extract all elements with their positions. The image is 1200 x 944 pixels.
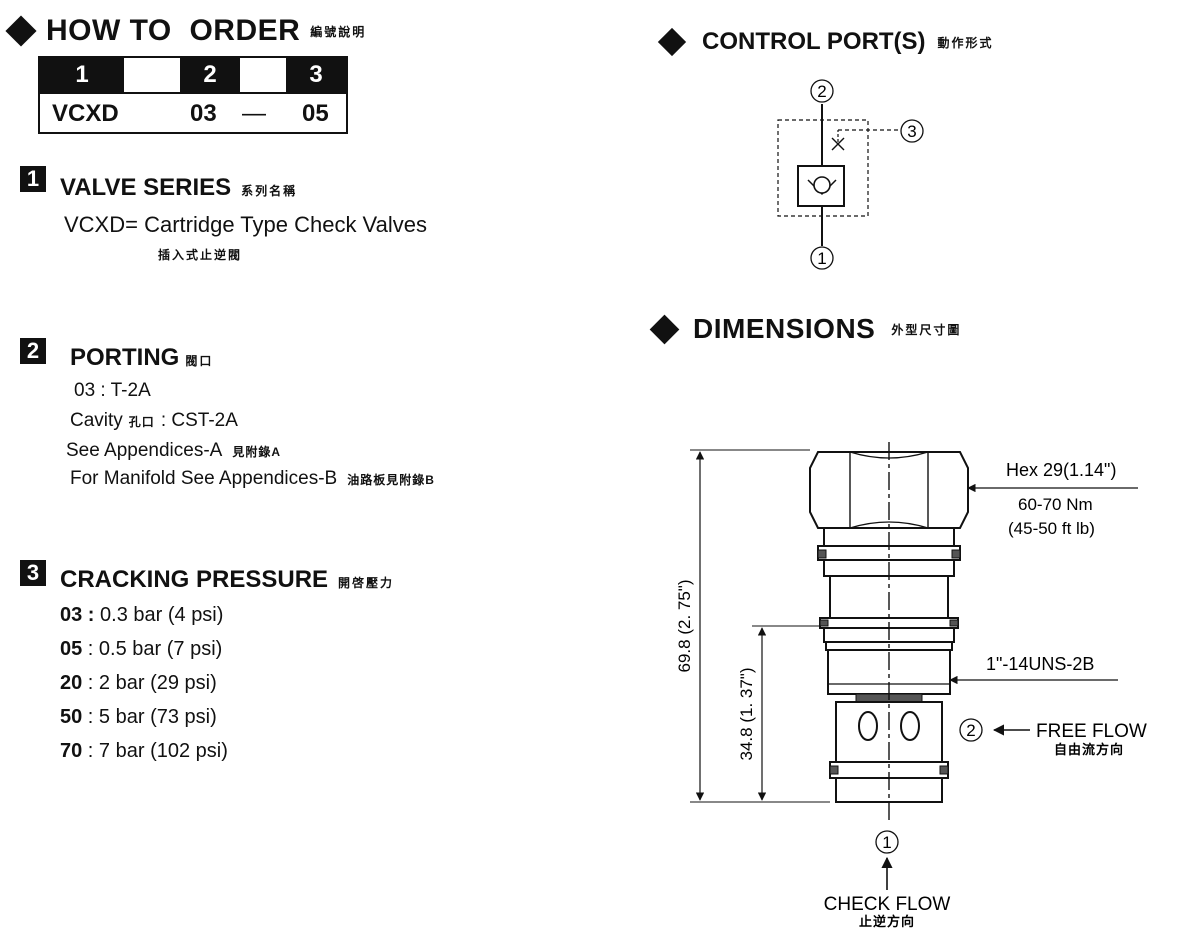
pressure-code: 05 <box>60 638 83 660</box>
valve-series-desc-cn: 插入式止逆閥 <box>158 248 243 262</box>
porting-line-2: Cavity 孔口 : CST-2A <box>70 410 238 432</box>
pressure-option: 70 : 7 bar (102 psi) <box>60 740 228 774</box>
cracking-pressure-list: 03 : 0.3 bar (4 psi) 05 : 0.5 bar (7 psi… <box>60 604 228 774</box>
cracking-pressure-title: CRACKING PRESSURE <box>60 566 329 593</box>
check-valve-symbol: 2 3 1 <box>777 79 924 270</box>
pressure-code: 50 <box>60 706 83 728</box>
code-porting-value: 03 <box>190 100 217 127</box>
how-to-order-title-cn: 編號說明 <box>310 24 367 39</box>
check-flow-label-cn: 止逆方向 <box>859 914 915 929</box>
dimensions-title: DIMENSIONS <box>693 313 876 344</box>
hex-size-label: Hex 29(1.14") <box>1006 460 1116 480</box>
pressure-desc: : 2 bar (29 psi) <box>82 672 217 694</box>
pressure-option: 03 : 0.3 bar (4 psi) <box>60 604 228 638</box>
control-ports-title: CONTROL PORT(S) <box>702 28 926 55</box>
dimensions-header: DIMENSIONS 外型尺寸圖 <box>649 312 962 346</box>
torque-imperial-label: (45-50 ft lb) <box>1008 519 1095 538</box>
porting-cavity-value: : CST-2A <box>160 410 238 431</box>
port-1-marker: 1 <box>810 246 834 270</box>
pressure-desc: : 5 bar (73 psi) <box>82 706 217 728</box>
diamond-bullet-icon <box>5 15 37 47</box>
code-pressure-value: 05 <box>302 100 329 127</box>
cracking-pressure-title-cn: 開啓壓力 <box>338 576 395 590</box>
code-values-row: VCXD 03 — 05 <box>40 92 346 134</box>
valve-series-desc: VCXD= Cartridge Type Check Valves <box>64 212 427 237</box>
porting-cavity-cn: 孔口 <box>128 415 155 429</box>
porting-line-4: For Manifold See Appendices-B 油路板見附錄B <box>70 468 435 490</box>
lower-body <box>829 701 949 803</box>
pressure-option: 05 : 0.5 bar (7 psi) <box>60 638 228 672</box>
thread-spec-label: 1"-14UNS-2B <box>986 654 1094 674</box>
diamond-bullet-icon <box>657 27 687 57</box>
free-flow-label: FREE FLOW <box>1036 721 1147 742</box>
svg-text:2: 2 <box>817 82 826 101</box>
section-number-2: 2 <box>20 338 46 364</box>
free-flow-callout: 2 FREE FLOW 自由流方向 <box>959 718 1147 757</box>
section-number-3: 3 <box>20 560 46 586</box>
porting-cavity-label: Cavity <box>70 410 123 431</box>
overall-length-label: 69.8 (2. 75") <box>675 580 694 673</box>
porting-line-3: See Appendices-A 見附錄A <box>66 440 281 462</box>
valve-series-title-cn: 系列名稱 <box>241 184 298 198</box>
pressure-desc: : 7 bar (102 psi) <box>82 740 228 762</box>
order-code-table: 1 2 3 VCXD 03 — 05 <box>38 56 348 134</box>
torque-label: 60-70 Nm <box>1018 495 1093 514</box>
pressure-option: 20 : 2 bar (29 psi) <box>60 672 228 706</box>
porting-title-cn: 閥口 <box>185 354 214 368</box>
pressure-desc: : 0.5 bar (7 psi) <box>82 638 223 660</box>
porting-appendix-b-cn: 油路板見附錄B <box>347 473 435 487</box>
control-ports-title-cn: 動作形式 <box>937 35 994 50</box>
pressure-option: 50 : 5 bar (73 psi) <box>60 706 228 740</box>
porting-header: PORTING 閥口 <box>70 344 213 372</box>
svg-text:3: 3 <box>907 122 916 141</box>
check-flow-label: CHECK FLOW <box>824 894 951 915</box>
check-flow-callout: 1 CHECK FLOW 止逆方向 <box>824 830 951 929</box>
dimensions-title-cn: 外型尺寸圖 <box>891 322 962 337</box>
code-series-value: VCXD <box>52 100 119 127</box>
lower-length-label: 34.8 (1. 37") <box>737 668 756 761</box>
code-col3-number: 3 <box>286 58 346 92</box>
code-dash: — <box>242 100 266 127</box>
control-ports-header: CONTROL PORT(S) 動作形式 <box>657 26 994 58</box>
pressure-desc: 0.3 bar (4 psi) <box>94 604 224 626</box>
porting-line-1: 03 : T-2A <box>74 380 151 401</box>
valve-series-title: VALVE SERIES <box>60 174 232 201</box>
valve-series-header: VALVE SERIES 系列名稱 <box>60 174 297 202</box>
porting-appendix-a-cn: 見附錄A <box>232 445 282 459</box>
port-2-marker: 2 <box>810 79 834 103</box>
pressure-code: 70 <box>60 740 83 762</box>
porting-appendix-b: For Manifold See Appendices-B <box>70 468 338 489</box>
svg-text:2: 2 <box>966 721 975 740</box>
section-number-1: 1 <box>20 166 46 192</box>
diamond-bullet-icon <box>649 314 680 344</box>
cracking-pressure-header: CRACKING PRESSURE 開啓壓力 <box>60 566 394 594</box>
port-3-marker: 3 <box>900 119 924 143</box>
how-to-order-header: HOW TO ORDER 編號說明 <box>5 14 367 48</box>
code-col2-number: 2 <box>180 58 240 92</box>
pressure-code: 03 : <box>60 604 95 626</box>
pressure-code: 20 <box>60 672 83 694</box>
cartridge-dimension-drawing: 69.8 (2. 75") 34.8 (1. 37") <box>675 442 1147 929</box>
free-flow-label-cn: 自由流方向 <box>1054 742 1124 757</box>
porting-title: PORTING <box>70 344 180 371</box>
porting-appendix-a: See Appendices-A <box>66 440 223 461</box>
code-col1-number: 1 <box>40 58 124 92</box>
svg-text:1: 1 <box>882 833 891 852</box>
how-to-order-title: HOW TO ORDER <box>46 14 301 47</box>
svg-text:1: 1 <box>817 249 826 268</box>
